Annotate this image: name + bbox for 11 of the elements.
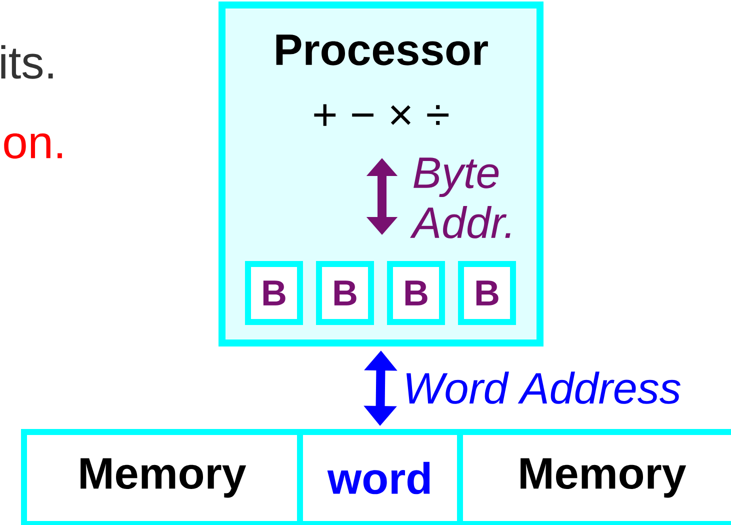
word-box: word xyxy=(297,429,463,525)
memory-box: Memory xyxy=(21,429,303,525)
byte-box: B xyxy=(387,261,445,325)
arrow-label: Byte Addr. xyxy=(410,158,510,238)
cut-off-text: on. xyxy=(4,133,62,159)
memory-box: Memory xyxy=(457,429,731,525)
byte-box: B xyxy=(245,261,303,325)
byte-box: B xyxy=(458,261,516,325)
cut-off-text: its. xyxy=(1,45,53,79)
edge-label: Word Address xyxy=(406,372,680,404)
byte-box: B xyxy=(316,261,374,325)
